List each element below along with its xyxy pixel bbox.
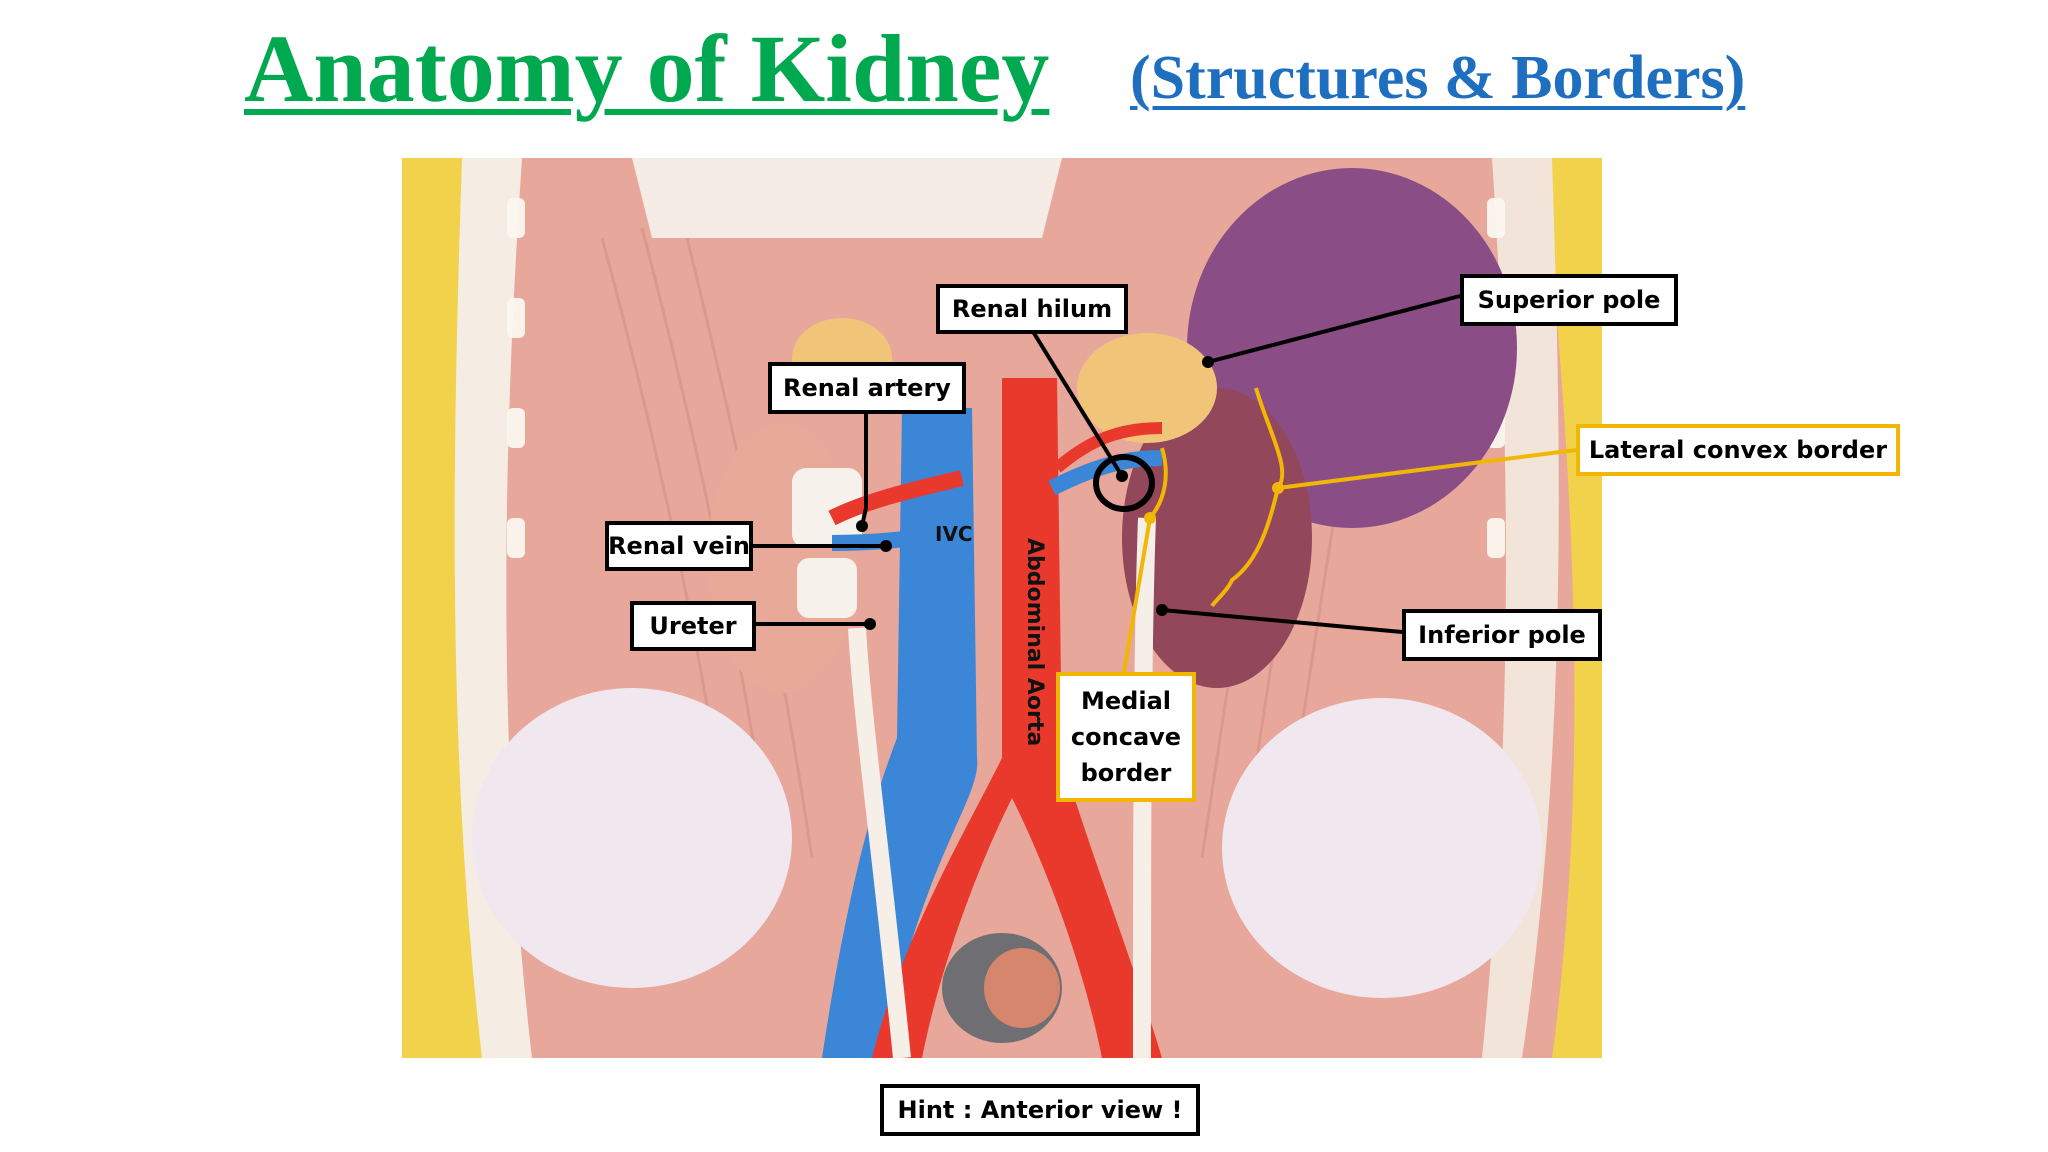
label-lateral-convex-border: Lateral convex border [1576, 424, 1900, 476]
hint-box: Hint : Anterior view ! [880, 1084, 1200, 1136]
label-superior-pole: Superior pole [1460, 274, 1678, 326]
page-subtitle: (Structures & Borders) [1130, 44, 1746, 112]
label-ureter: Ureter [630, 601, 756, 651]
label-inferior-pole: Inferior pole [1402, 609, 1602, 661]
label-renal-hilum: Renal hilum [936, 284, 1128, 334]
label-renal-vein: Renal vein [605, 521, 753, 571]
page-title: Anatomy of Kidney [244, 15, 1050, 122]
label-renal-artery: Renal artery [768, 362, 966, 414]
label-abdominal-aorta: Abdominal Aorta [1022, 538, 1047, 747]
label-medial-concave-border: Medial concave border [1056, 672, 1196, 802]
label-ivc: IVC [935, 522, 973, 546]
